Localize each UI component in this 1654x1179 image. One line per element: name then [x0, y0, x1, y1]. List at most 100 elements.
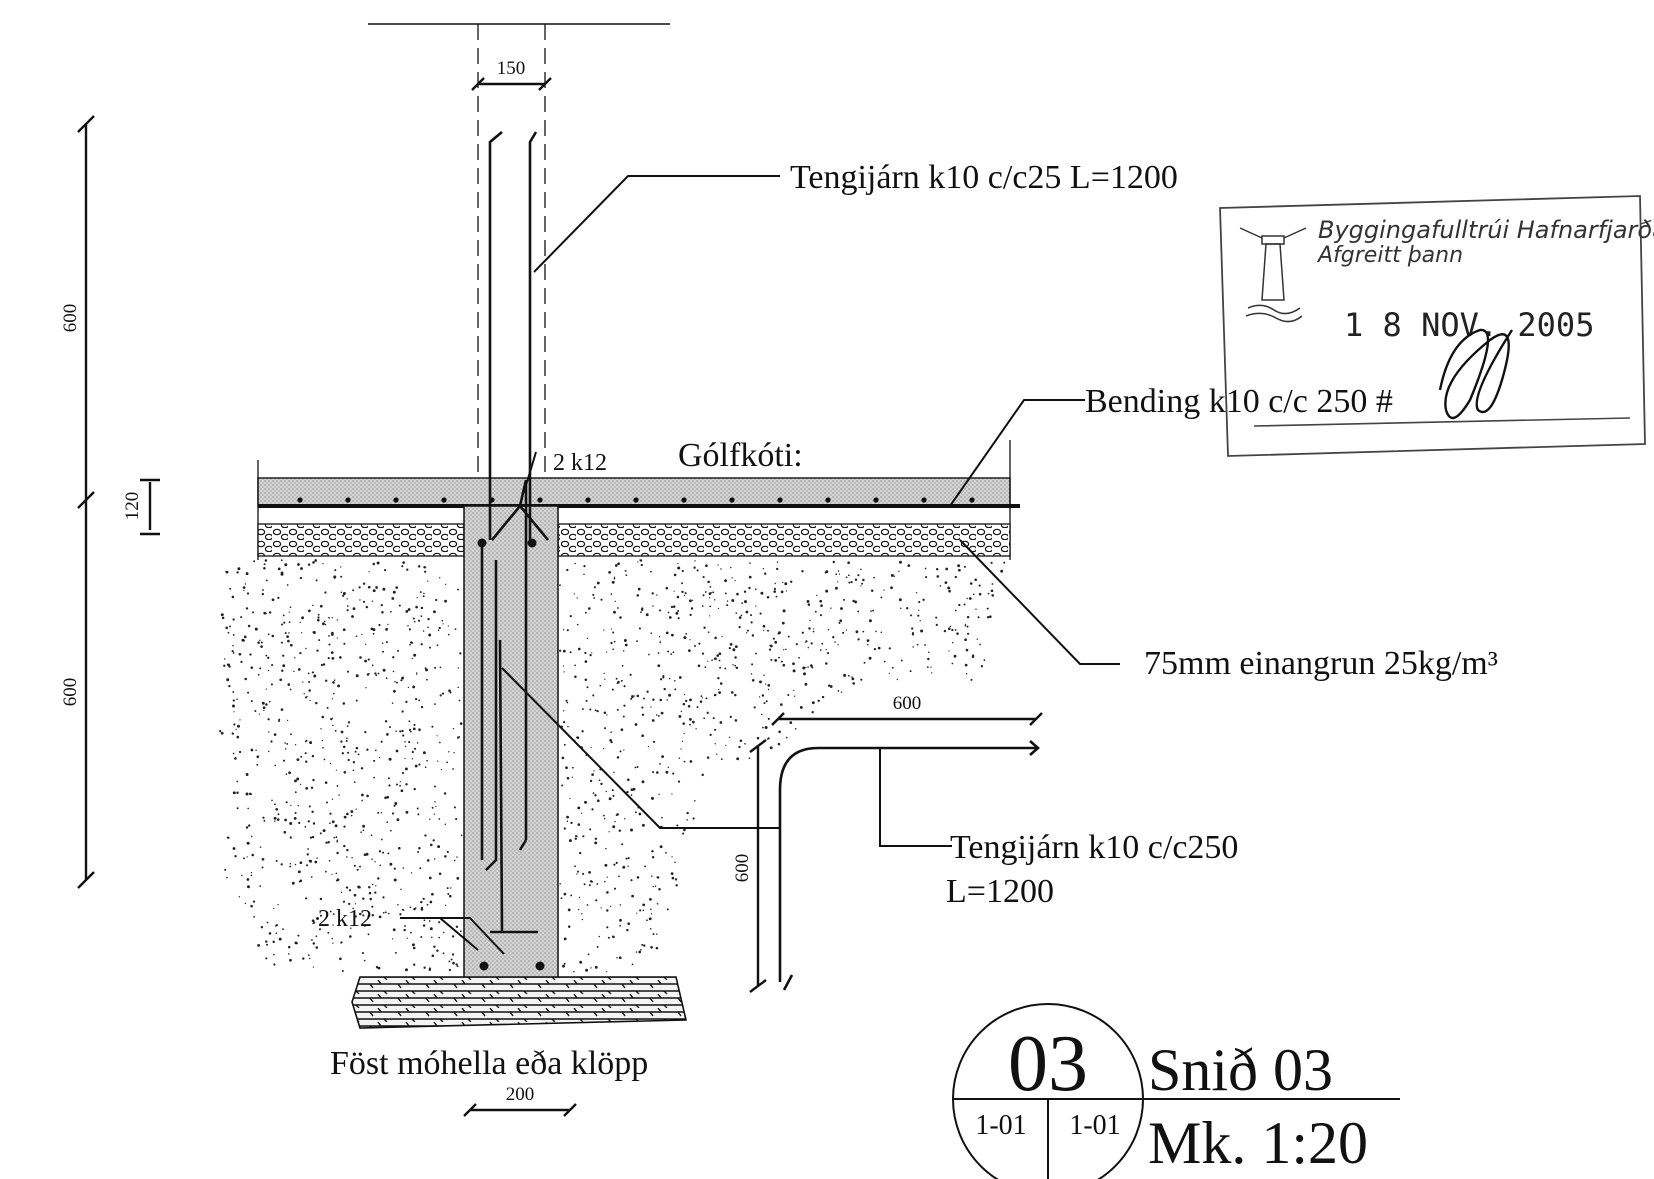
soil-dot: [671, 856, 673, 858]
soil-dot: [676, 595, 680, 599]
slab-rebar-dot: [729, 497, 735, 503]
soil-dot: [586, 637, 589, 640]
soil-dot: [767, 737, 770, 740]
soil-dot: [305, 760, 308, 763]
soil-dot: [703, 626, 706, 629]
soil-dot: [636, 912, 638, 914]
soil-dot: [238, 652, 242, 656]
soil-dot: [987, 616, 990, 619]
soil-dot: [569, 797, 571, 800]
soil-dot: [428, 633, 432, 637]
soil-dot: [567, 925, 571, 928]
soil-dot: [358, 912, 362, 916]
soil-dot: [300, 755, 303, 758]
soil-dot: [658, 636, 661, 638]
soil-dot: [953, 654, 957, 658]
soil-dot: [428, 876, 432, 880]
soil-dot: [299, 651, 302, 655]
soil-dot: [734, 664, 736, 667]
soil-dot: [728, 647, 731, 650]
soil-dot: [862, 578, 865, 582]
slab-rebar-dot: [777, 497, 783, 503]
soil-dot: [238, 750, 242, 754]
soil-dot: [297, 934, 300, 937]
soil-dot: [312, 942, 316, 945]
soil-dot: [305, 897, 308, 900]
label-insulation: 75mm einangrun 25kg/m³: [1144, 645, 1498, 682]
soil-dot: [375, 885, 377, 887]
soil-dot: [888, 672, 890, 674]
soil-dot: [688, 717, 692, 721]
soil-dot: [266, 943, 269, 946]
soil-dot: [748, 757, 751, 760]
soil-dot: [763, 629, 765, 631]
soil-dot: [605, 790, 607, 793]
soil-dot: [668, 616, 672, 619]
soil-dot: [254, 627, 258, 631]
soil-dot: [674, 680, 676, 682]
soil-dot: [604, 880, 606, 883]
soil-dot: [697, 664, 701, 668]
soil-dot: [634, 766, 637, 769]
soil-dot: [804, 682, 808, 686]
soil-dot: [863, 661, 866, 664]
soil-dot: [562, 710, 565, 712]
soil-dot: [275, 859, 278, 862]
soil-dot: [906, 607, 909, 610]
soil-dot: [289, 688, 292, 691]
soil-dot: [911, 627, 914, 630]
soil-dot: [626, 790, 629, 794]
soil-dot: [311, 835, 315, 839]
soil-dot: [821, 695, 825, 699]
soil-dot: [717, 677, 720, 680]
soil-dot: [380, 812, 383, 814]
soil-dot: [268, 731, 270, 733]
soil-dot: [258, 713, 260, 715]
soil-dot: [294, 779, 297, 783]
soil-dot: [431, 806, 434, 809]
soil-dot: [744, 742, 746, 745]
soil-dot: [361, 799, 363, 802]
soil-dot: [619, 904, 622, 906]
soil-dot: [453, 751, 455, 754]
slab-rebar-dot: [969, 497, 975, 503]
soil-dot: [277, 567, 281, 571]
soil-dot: [437, 760, 439, 762]
soil-dot: [355, 635, 358, 638]
soil-dot: [256, 763, 259, 766]
soil-dot: [280, 559, 283, 562]
soil-dot: [280, 623, 284, 626]
soil-dot: [408, 741, 411, 744]
soil-dot: [265, 579, 268, 582]
soil-dot: [330, 633, 334, 636]
soil-dot: [407, 625, 409, 627]
soil-dot: [244, 677, 247, 681]
soil-dot: [589, 653, 592, 657]
soil-dot: [424, 566, 427, 569]
soil-dot: [659, 609, 662, 612]
soil-dot: [656, 876, 660, 879]
soil-dot: [410, 931, 412, 934]
soil-dot: [315, 579, 318, 582]
soil-dot: [619, 750, 622, 753]
soil-dot: [331, 798, 334, 800]
soil-dot: [696, 706, 699, 709]
soil-dot: [447, 633, 450, 636]
soil-dot: [795, 643, 798, 646]
title-block: 03 1-01 1-01 Snið 03 Mk. 1:20: [952, 1003, 1400, 1179]
soil-dot: [947, 586, 951, 590]
section-ref-left: 1-01: [975, 1110, 1026, 1141]
soil-dot: [666, 908, 669, 911]
soil-dot: [288, 632, 290, 634]
soil-dot: [267, 669, 270, 672]
soil-dot: [396, 681, 398, 684]
soil-dot: [232, 652, 235, 654]
soil-dot: [709, 586, 712, 588]
soil-dot: [411, 750, 414, 754]
soil-dot: [434, 703, 436, 705]
soil-dot: [817, 699, 820, 702]
soil-dot: [404, 925, 406, 927]
soil-dot: [843, 598, 846, 601]
soil-dot: [427, 626, 429, 629]
soil-dot: [244, 583, 247, 585]
